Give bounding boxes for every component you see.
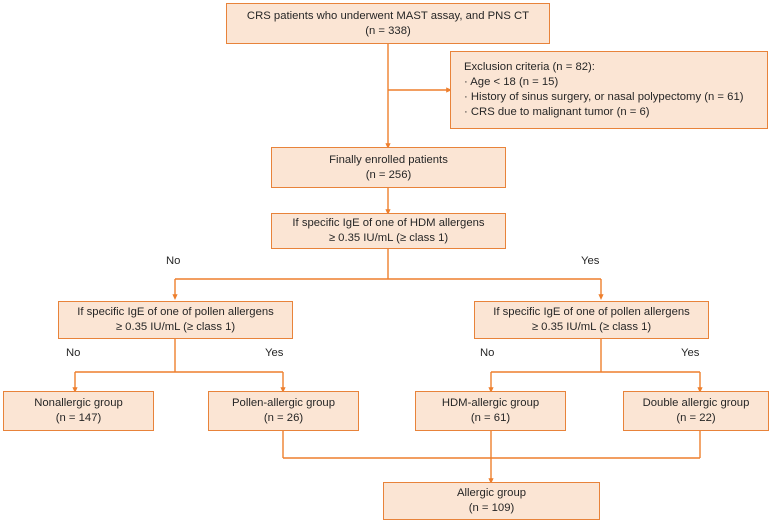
node-allergic-count: (n = 109): [468, 502, 515, 514]
node-double-allergic-label: Double allergic group: [642, 397, 750, 409]
node-allergic-label: Allergic group: [456, 487, 527, 499]
node-hdm-test-line-2: ≥ 0.35 IU/mL (≥ class 1): [328, 232, 449, 244]
node-enrollment-line-2: (n = 338): [365, 24, 411, 37]
edge-label-pollen-right-yes: Yes: [681, 347, 700, 359]
node-exclusion-item-age: · Age < 18 (n = 15): [464, 76, 559, 88]
node-enrollment-line-1: CRS patients who underwent MAST assay, a…: [246, 9, 530, 22]
node-allergic-group: Allergic group (n = 109): [383, 482, 600, 520]
node-nonallergic-label: Nonallergic group: [34, 397, 123, 409]
node-finally-enrolled-line-2: (n = 256): [365, 168, 412, 181]
node-exclusion-criteria: Exclusion criteria (n = 82): · Age < 18 …: [450, 51, 768, 129]
node-pollen-left-line-2: ≥ 0.35 IU/mL (≥ class 1): [115, 321, 236, 333]
node-enrollment: CRS patients who underwent MAST assay, a…: [226, 3, 550, 44]
node-finally-enrolled-line-1: Finally enrolled patients: [329, 153, 448, 166]
node-hdm-test-line-1: If specific IgE of one of HDM allergens: [292, 217, 485, 229]
node-nonallergic-group: Nonallergic group (n = 147): [3, 391, 154, 431]
edge-label-hdm-yes: Yes: [581, 255, 600, 267]
node-pollen-right-line-1: If specific IgE of one of pollen allerge…: [493, 306, 690, 318]
node-double-allergic-count: (n = 22): [676, 412, 716, 424]
node-exclusion-item-surgery: · History of sinus surgery, or nasal pol…: [464, 91, 744, 103]
node-hdm-allergic-label: HDM-allergic group: [441, 397, 540, 409]
node-double-allergic-group: Double allergic group (n = 22): [623, 391, 769, 431]
node-nonallergic-count: (n = 147): [55, 412, 102, 424]
node-pollen-allergic-count: (n = 26): [263, 412, 304, 424]
node-hdm-allergic-group: HDM-allergic group (n = 61): [415, 391, 566, 431]
node-exclusion-item-tumor: · CRS due to malignant tumor (n = 6): [464, 106, 650, 118]
node-pollen-allergen-test-right: If specific IgE of one of pollen allerge…: [474, 301, 709, 339]
node-pollen-allergic-label: Pollen-allergic group: [232, 397, 335, 409]
node-pollen-left-line-1: If specific IgE of one of pollen allerge…: [77, 306, 274, 318]
node-hdm-allergic-count: (n = 61): [470, 412, 511, 424]
node-exclusion-title: Exclusion criteria (n = 82):: [464, 61, 595, 73]
node-pollen-allergic-group: Pollen-allergic group (n = 26): [208, 391, 359, 431]
node-hdm-allergen-test: If specific IgE of one of HDM allergens …: [271, 213, 506, 249]
edge-label-pollen-right-no: No: [480, 347, 495, 359]
edge-label-hdm-no: No: [166, 255, 181, 267]
node-finally-enrolled: Finally enrolled patients (n = 256): [271, 147, 506, 188]
node-pollen-right-line-2: ≥ 0.35 IU/mL (≥ class 1): [531, 321, 652, 333]
edge-label-pollen-left-no: No: [66, 347, 81, 359]
edge-label-pollen-left-yes: Yes: [265, 347, 284, 359]
node-pollen-allergen-test-left: If specific IgE of one of pollen allerge…: [58, 301, 293, 339]
